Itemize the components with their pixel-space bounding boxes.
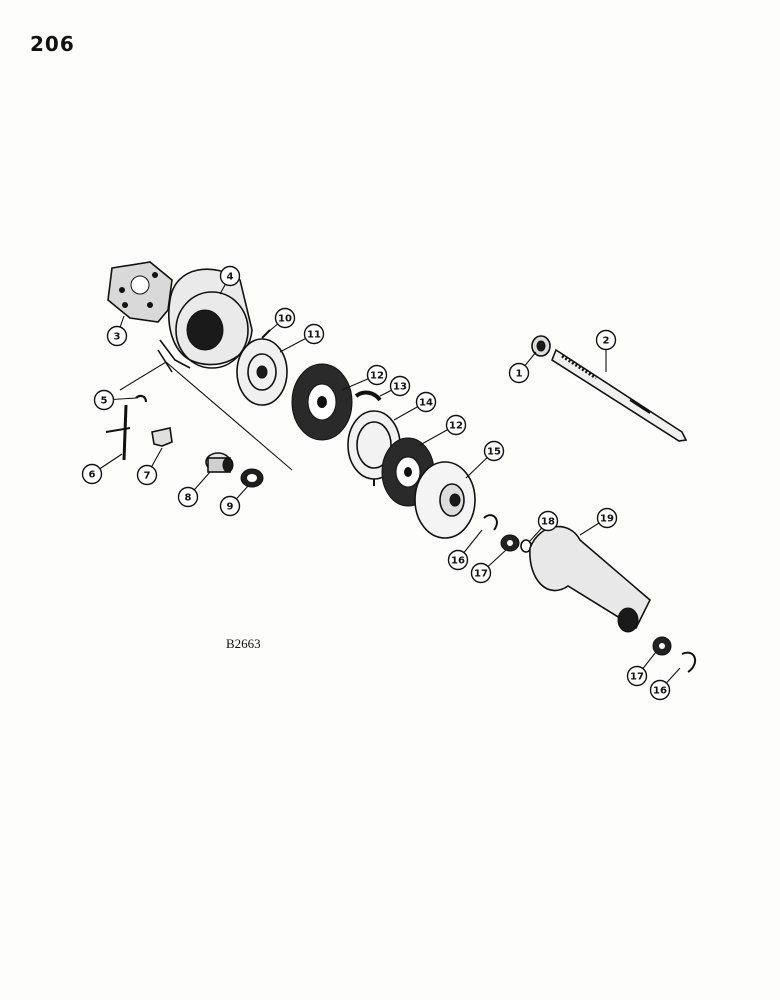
callout-c5: 5 — [93, 389, 137, 411]
figure-code: B2663 — [226, 636, 261, 651]
bearing-rear — [652, 636, 672, 656]
callout-label: 6 — [89, 470, 96, 481]
input-shaft — [551, 348, 688, 442]
callout-c16b: 16 — [649, 667, 681, 701]
callout-label: 19 — [600, 514, 614, 525]
callout-label: 2 — [603, 336, 610, 347]
callout-label: 12 — [370, 371, 384, 382]
callout-circle — [483, 440, 505, 462]
callout-label: 3 — [114, 332, 121, 343]
callout-c13: 13 — [379, 375, 411, 397]
callout-label: 7 — [144, 471, 151, 482]
callout-circle — [470, 562, 492, 584]
throwout-bearing-carrier — [205, 452, 234, 473]
callout-circle — [649, 679, 671, 701]
callout-circle — [81, 463, 103, 485]
callout-label: 13 — [393, 382, 407, 393]
snap-ring-front — [483, 514, 498, 531]
release-clip — [135, 394, 148, 403]
shaft-nut — [531, 335, 551, 357]
callout-circle — [106, 325, 128, 347]
callout-label: 16 — [653, 686, 667, 697]
clutch-housing — [157, 268, 253, 373]
callout-c9: 9 — [219, 485, 249, 517]
callout-label: 11 — [307, 330, 321, 341]
callout-c16a: 16 — [447, 529, 483, 571]
callout-label: 15 — [487, 447, 501, 458]
callout-circle — [136, 464, 158, 486]
callout-c12b: 12 — [419, 414, 467, 446]
callout-label: 16 — [451, 556, 465, 567]
callout-label: 17 — [474, 569, 488, 580]
callout-label: 18 — [541, 517, 555, 528]
rear-housing — [529, 525, 651, 633]
callout-circle — [389, 375, 411, 397]
hub-plate — [414, 461, 476, 539]
callout-label: 10 — [278, 314, 292, 325]
callout-c8: 8 — [177, 471, 211, 508]
gasket-plate — [107, 261, 173, 323]
callout-c15: 15 — [465, 440, 505, 479]
callout-label: 8 — [185, 493, 192, 504]
pressure-plate-cover — [236, 338, 288, 406]
callout-label: 17 — [630, 672, 644, 683]
callout-c11: 11 — [279, 323, 325, 353]
callout-circle — [415, 391, 437, 413]
callout-c7: 7 — [136, 447, 163, 486]
callout-c4: 4 — [219, 265, 241, 295]
callout-circle — [626, 665, 648, 687]
clutch-disc-front — [291, 363, 353, 441]
callout-c12a: 12 — [341, 364, 388, 391]
bearing-front — [500, 534, 520, 552]
spring-segment — [354, 390, 382, 402]
throwout-bearing — [240, 468, 264, 488]
callout-label: 5 — [101, 396, 108, 407]
callout-circle — [366, 364, 388, 386]
callout-c14: 14 — [393, 391, 437, 421]
callout-circle — [177, 486, 199, 508]
callout-label: 1 — [516, 369, 523, 380]
callout-label: 4 — [227, 272, 234, 283]
group-bracket — [119, 361, 293, 471]
callout-c17b: 17 — [626, 651, 657, 687]
callout-circle — [596, 507, 618, 529]
callout-label: 9 — [227, 502, 234, 513]
callout-c10: 10 — [267, 307, 296, 333]
callout-circle — [595, 329, 617, 351]
callout-circle — [537, 510, 559, 532]
callout-circle — [303, 323, 325, 345]
release-shaft — [105, 404, 131, 461]
page-number: 206 — [30, 32, 75, 56]
release-fork — [151, 427, 173, 447]
callout-label: 12 — [449, 421, 463, 432]
callout-circle — [274, 307, 296, 329]
callout-c3: 3 — [106, 315, 128, 347]
callout-circle — [219, 495, 241, 517]
callout-circle — [93, 389, 115, 411]
callout-circle — [219, 265, 241, 287]
callout-c1: 1 — [508, 351, 537, 384]
callout-label: 14 — [419, 398, 433, 409]
snap-ring-rear — [681, 651, 697, 673]
callout-circle — [447, 549, 469, 571]
callout-circle — [445, 414, 467, 436]
callout-c2: 2 — [595, 329, 617, 372]
callout-c19: 19 — [579, 507, 618, 536]
callout-c17a: 17 — [470, 549, 507, 584]
callout-c18: 18 — [529, 510, 559, 542]
callout-circle — [508, 362, 530, 384]
callout-c6: 6 — [81, 453, 123, 485]
